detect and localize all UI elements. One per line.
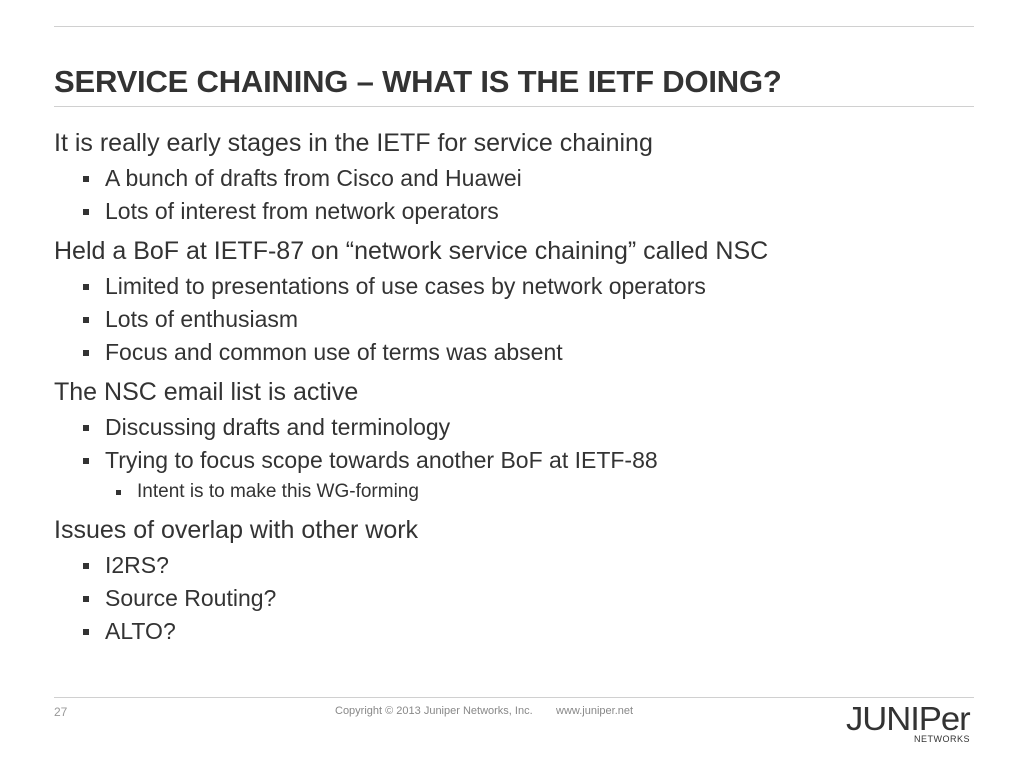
list-item: Trying to focus scope towards another Bo… [54, 444, 974, 477]
square-bullet-icon [83, 350, 89, 356]
list-item: Limited to presentations of use cases by… [54, 270, 974, 303]
section-bof: Held a BoF at IETF-87 on “network servic… [54, 232, 974, 369]
square-bullet-icon [83, 425, 89, 431]
slide-body: It is really early stages in the IETF fo… [54, 124, 974, 652]
bullet-text: A bunch of drafts from Cisco and Huawei [105, 165, 522, 191]
bullet-text: Source Routing? [105, 585, 277, 611]
list-item: Lots of enthusiasm [54, 303, 974, 336]
juniper-logo: JUNIPer NETWORKS [846, 702, 974, 746]
square-bullet-icon [83, 458, 89, 464]
list-item: ALTO? [54, 615, 974, 648]
top-divider [54, 26, 974, 27]
bullet-text: Limited to presentations of use cases by… [105, 273, 706, 299]
section-email-list: The NSC email list is active Discussing … [54, 373, 974, 507]
list-item: Discussing drafts and terminology [54, 411, 974, 444]
list-item: A bunch of drafts from Cisco and Huawei [54, 162, 974, 195]
list-item: Source Routing? [54, 582, 974, 615]
website-url: www.juniper.net [556, 705, 634, 717]
copyright-notice: Copyright © 2013 Juniper Networks, Inc. [335, 705, 533, 717]
bullet-text: Discussing drafts and terminology [105, 414, 451, 440]
section-heading: Held a BoF at IETF-87 on “network servic… [54, 237, 769, 265]
list-item: I2RS? [54, 549, 974, 582]
sub-list-item: Intent is to make this WG-forming [54, 477, 974, 507]
footer-divider [54, 697, 974, 698]
square-bullet-icon [83, 317, 89, 323]
title-divider [54, 106, 974, 107]
logo-wordmark: JUNIPer [846, 700, 971, 737]
bullet-text: Lots of interest from network operators [105, 198, 499, 224]
section-heading: Issues of overlap with other work [54, 516, 419, 544]
square-bullet-icon [83, 596, 89, 602]
section-overlap: Issues of overlap with other work I2RS? … [54, 511, 974, 648]
slide-title: SERVICE CHAINING – WHAT IS THE IETF DOIN… [54, 64, 782, 99]
page-number: 27 [54, 705, 68, 719]
logo-subtitle: NETWORKS [913, 734, 970, 744]
square-bullet-icon [83, 284, 89, 290]
bullet-text: I2RS? [105, 552, 169, 578]
square-bullet-icon [83, 629, 89, 635]
section-heading: It is really early stages in the IETF fo… [54, 129, 653, 157]
square-bullet-icon [83, 176, 89, 182]
section-heading: The NSC email list is active [54, 378, 359, 406]
bullet-text: Trying to focus scope towards another Bo… [105, 447, 658, 473]
bullet-text: Focus and common use of terms was absent [105, 339, 563, 365]
section-early-stages: It is really early stages in the IETF fo… [54, 124, 974, 228]
list-item: Focus and common use of terms was absent [54, 336, 974, 369]
list-item: Lots of interest from network operators [54, 195, 974, 228]
bullet-text: Lots of enthusiasm [105, 306, 299, 332]
square-bullet-icon [83, 563, 89, 569]
square-bullet-icon [83, 209, 89, 215]
square-bullet-icon [116, 490, 121, 495]
bullet-text: ALTO? [105, 618, 176, 644]
sub-bullet-text: Intent is to make this WG-forming [137, 481, 419, 502]
